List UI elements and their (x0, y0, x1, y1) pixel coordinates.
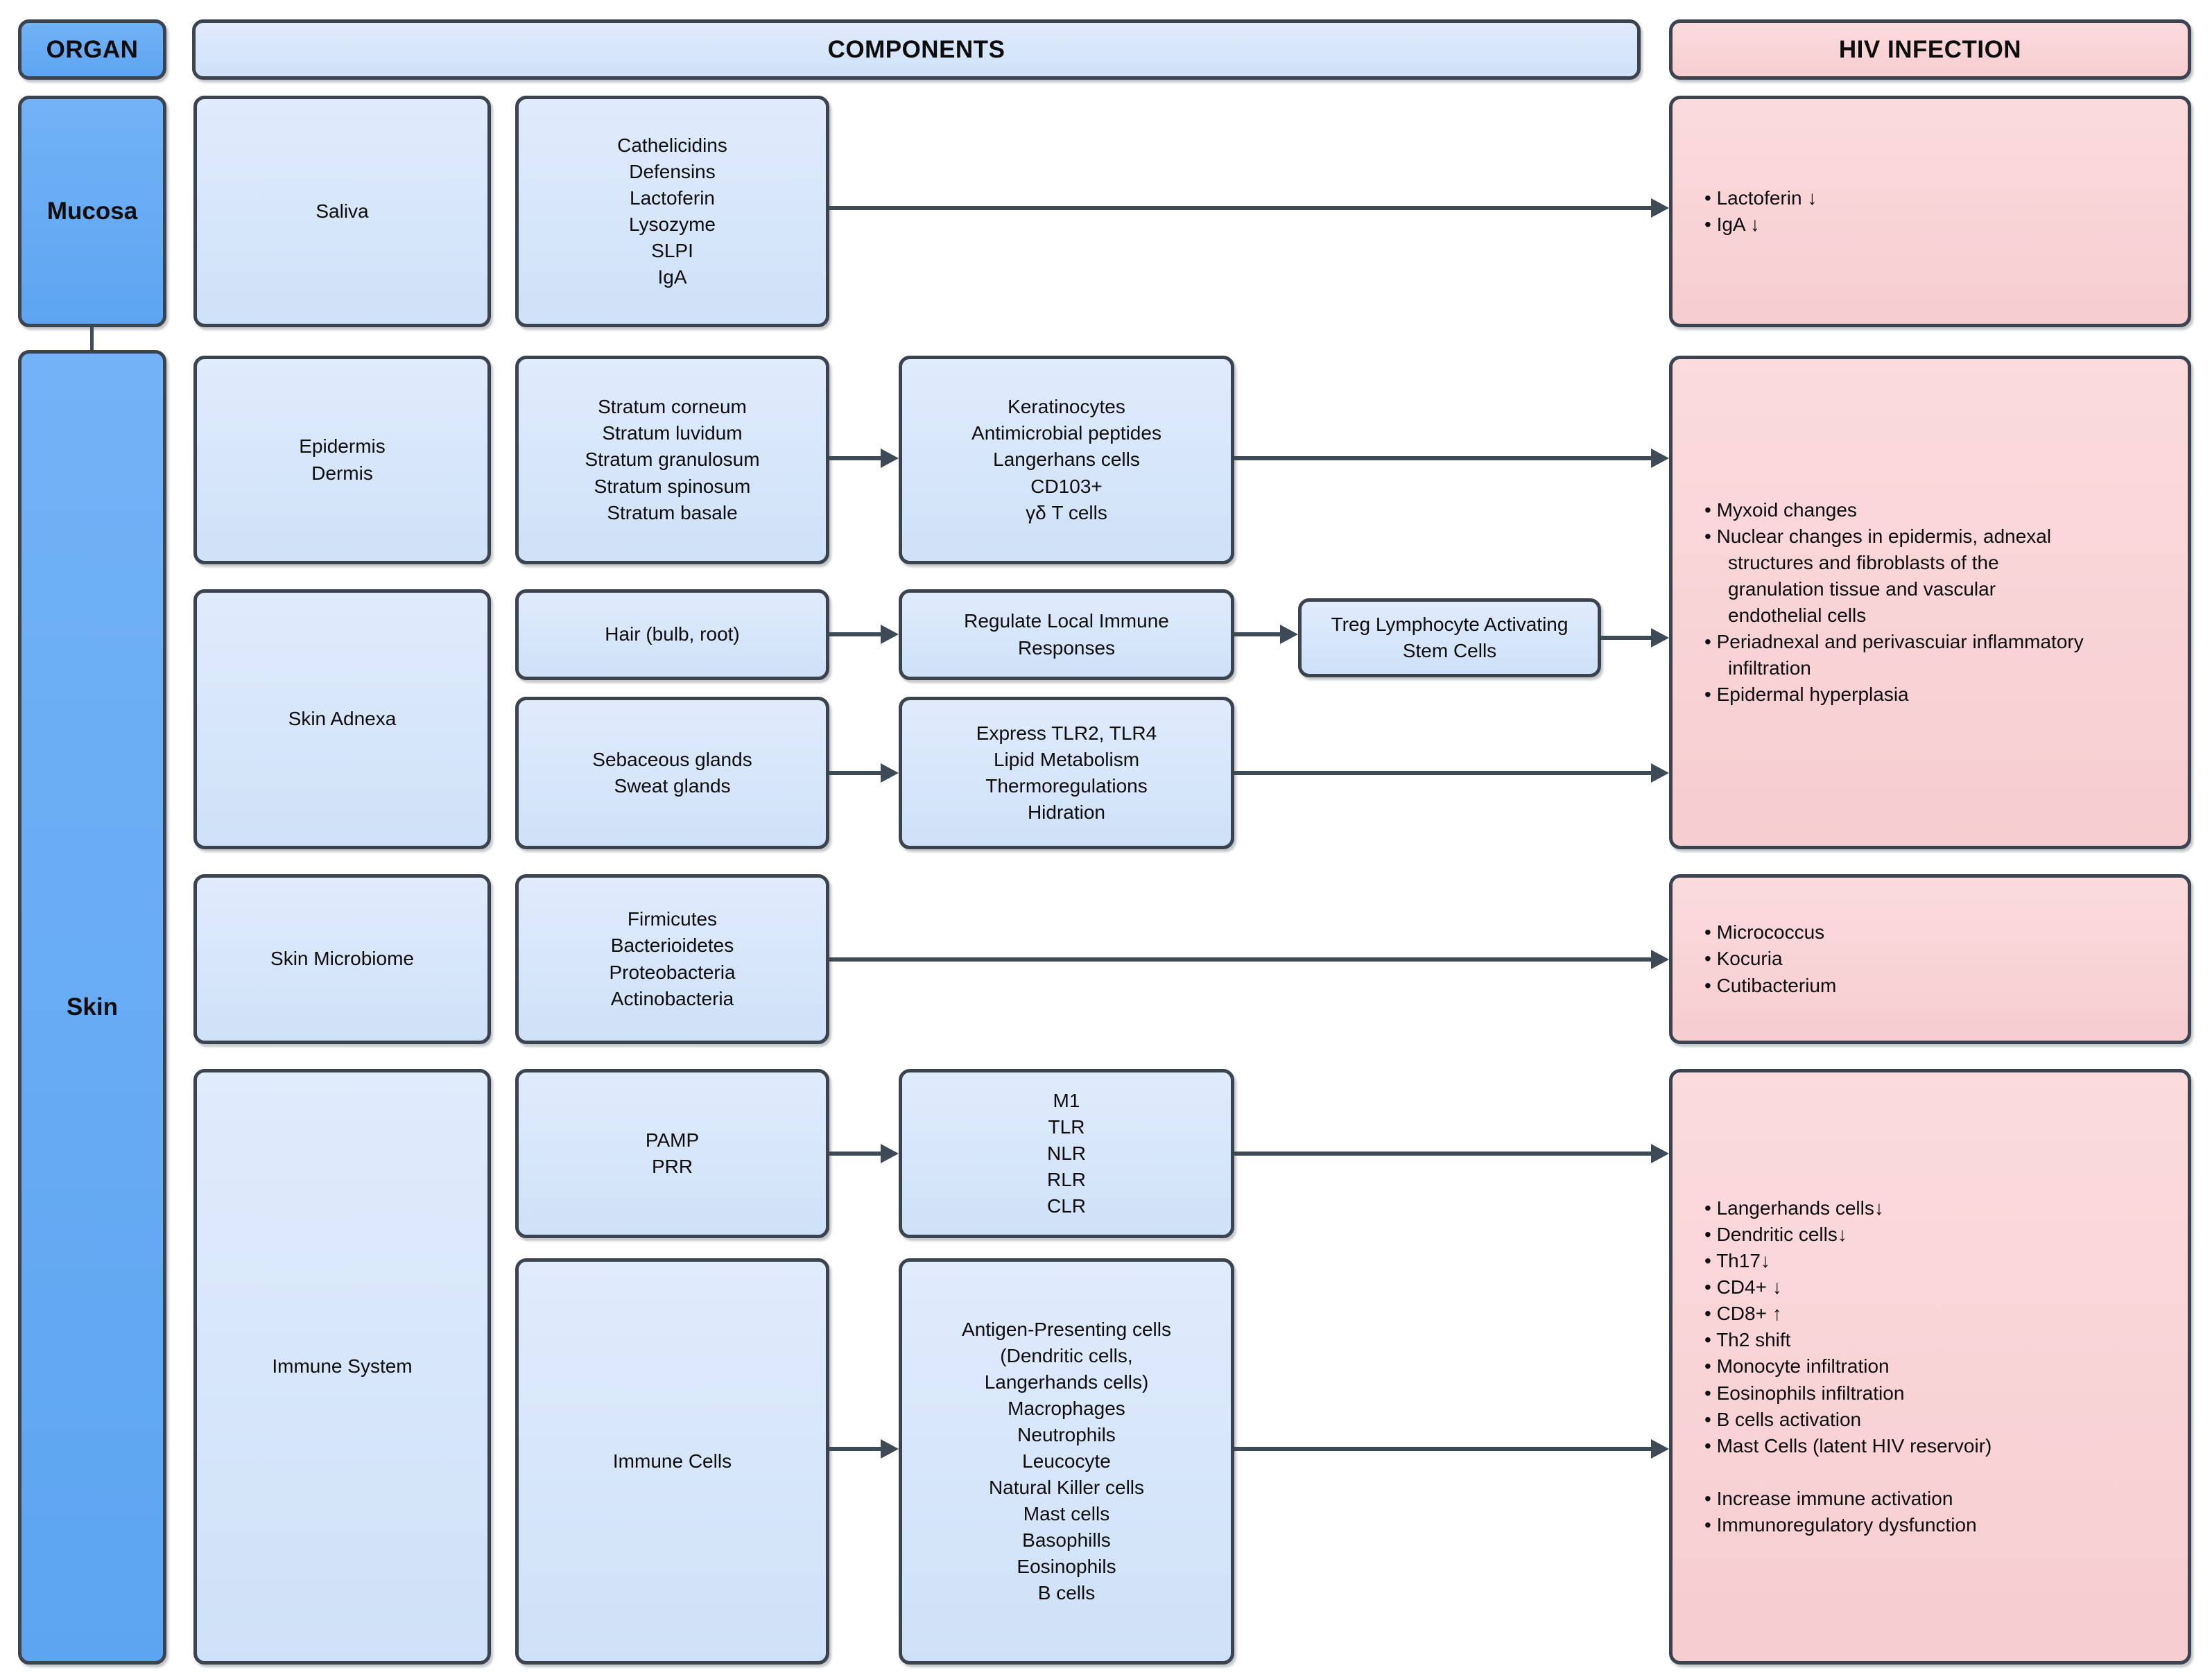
hair-function-label: Regulate Local Immune Responses (964, 610, 1169, 659)
arrow-immune-cells-to-types (829, 1439, 899, 1459)
immune-system-box: Immune System (193, 1069, 491, 1665)
epidermal-cells-list: Keratinocytes Antimicrobial peptides Lan… (971, 396, 1161, 523)
arrow-saliva-to-hiv (829, 198, 1669, 218)
skin-label: Skin (67, 993, 118, 1021)
arrow-glands-to-functions (829, 763, 899, 783)
epidermis-dermis-label: Epidermis Dermis (299, 435, 386, 484)
bullet-line: • Cutibacterium (1704, 974, 1837, 996)
arrow-cell-types-to-hiv (1234, 1439, 1669, 1459)
arrow-function-to-treg (1234, 625, 1298, 644)
microbiome-phyla-box: Firmicutes Bacterioidetes Proteobacteria… (515, 874, 829, 1044)
organ-column-header: ORGAN (18, 19, 166, 80)
bullet-line: • CD8+ ↑ (1704, 1303, 1782, 1325)
saliva-label: Saliva (316, 200, 369, 222)
receptors-list: M1 TLR NLR RLR CLR (1046, 1089, 1086, 1217)
components-column-header: COMPONENTS (192, 19, 1641, 80)
bullet-line: • Dendritic cells↓ (1704, 1224, 1847, 1246)
bullet-line: • Micrococcus (1704, 921, 1825, 944)
bullet-line: • Increase immune activation (1704, 1487, 1953, 1509)
bullet-line: • Immunoregulatory dysfunction (1704, 1513, 1977, 1536)
bullet-line: • Mast Cells (latent HIV reservoir) (1704, 1434, 1992, 1457)
bullet-line: • B cells activation (1704, 1408, 1862, 1430)
arrow-layers-to-cells (829, 449, 899, 468)
bullet-line: • Th2 shift (1704, 1329, 1791, 1351)
saliva-box: Saliva (193, 96, 491, 327)
hiv-header-label: HIV INFECTION (1838, 35, 2022, 63)
treg-box: Treg Lymphocyte Activating Stem Cells (1298, 598, 1601, 677)
epidermal-cells-box: Keratinocytes Antimicrobial peptides Lan… (899, 356, 1234, 564)
hair-function-box: Regulate Local Immune Responses (899, 589, 1234, 680)
bullet-line (1704, 1459, 1728, 1486)
hiv-immune-effects-box: • Langerhands cells↓ • Dendritic cells↓ • … (1669, 1069, 2191, 1665)
bullet-line: • Eosinophils infiltration (1704, 1382, 1905, 1404)
organ-header-label: ORGAN (46, 35, 139, 63)
glands-box: Sebaceous glands Sweat glands (515, 697, 829, 849)
hiv-mucosa-effects-box: • Lactoferin ↓ • IgA ↓ (1669, 96, 2191, 327)
bullet-line: • Kocuria (1704, 948, 1783, 970)
receptors-box: M1 TLR NLR RLR CLR (899, 1069, 1234, 1238)
mucosa-skin-connector-line (90, 327, 94, 350)
mucosa-label: Mucosa (46, 198, 138, 225)
gland-functions-box: Express TLR2, TLR4 Lipid Metabolism Ther… (899, 697, 1234, 849)
treg-label: Treg Lymphocyte Activating Stem Cells (1331, 613, 1569, 661)
hiv-microbiome-effects-box: • Micrococcus • Kocuria • Cutibacterium (1669, 874, 2191, 1044)
arrow-receptors-to-hiv (1234, 1144, 1669, 1163)
arrow-treg-to-hiv (1601, 628, 1669, 648)
saliva-components-box: Cathelicidins Defensins Lactoferin Lysoz… (515, 96, 829, 327)
skin-adnexa-label: Skin Adnexa (288, 708, 397, 730)
skin-layers-box: Stratum corneum Stratum luvidum Stratum … (515, 356, 829, 564)
hiv-epidermis-effects-box: • Myxoid changes • Nuclear changes in epi… (1669, 356, 2191, 849)
immune-cell-types-list: Antigen-Presenting cells (Dendritic cell… (962, 1318, 1171, 1604)
pamp-prr-list: PAMP PRR (645, 1129, 700, 1177)
bullet-line: • CD4+ ↓ (1704, 1276, 1782, 1298)
arrow-microbiome-to-hiv (829, 950, 1669, 969)
arrow-hair-to-function (829, 625, 899, 644)
skin-microbiome-box: Skin Microbiome (193, 874, 491, 1044)
bullet-line: • Epidermal hyperplasia (1704, 684, 1909, 706)
mucosa-organ-box: Mucosa (18, 96, 166, 327)
arrow-gland-functions-to-hiv (1234, 763, 1669, 783)
hair-box: Hair (bulb, root) (515, 589, 829, 680)
immune-cells-box: Immune Cells (515, 1258, 829, 1665)
components-header-label: COMPONENTS (827, 35, 1005, 63)
bullet-line: • Periadnexal and perivascuiar inflammat… (1704, 631, 2084, 679)
bullet-line: • Th17↓ (1704, 1250, 1770, 1272)
immune-cells-label: Immune Cells (612, 1450, 732, 1472)
hiv-infection-column-header: HIV INFECTION (1669, 19, 2191, 80)
gland-functions-list: Express TLR2, TLR4 Lipid Metabolism Ther… (976, 722, 1157, 824)
bullet-line: • Monocyte infiltration (1704, 1355, 1890, 1378)
bullet-line: • Lactoferin ↓ (1704, 186, 1817, 209)
bullet-line: • Nuclear changes in epidermis, adnexal … (1704, 525, 2052, 626)
skin-layers-list: Stratum corneum Stratum luvidum Stratum … (585, 396, 760, 523)
arrow-pamp-to-receptors (829, 1144, 899, 1163)
skin-microbiome-label: Skin Microbiome (270, 948, 414, 970)
bullet-line: • Myxoid changes (1704, 498, 1857, 521)
epidermis-dermis-box: Epidermis Dermis (193, 356, 491, 564)
bullet-line: • Langerhands cells↓ (1704, 1197, 1884, 1219)
microbiome-phyla-list: Firmicutes Bacterioidetes Proteobacteria… (609, 908, 736, 1009)
hair-label: Hair (bulb, root) (605, 623, 740, 645)
immune-system-label: Immune System (272, 1355, 413, 1378)
arrow-cells-to-hiv (1234, 449, 1669, 468)
skin-adnexa-box: Skin Adnexa (193, 589, 491, 849)
pamp-prr-box: PAMP PRR (515, 1069, 829, 1238)
immune-cell-types-box: Antigen-Presenting cells (Dendritic cell… (899, 1258, 1234, 1665)
saliva-components-list: Cathelicidins Defensins Lactoferin Lysoz… (617, 134, 727, 288)
glands-list: Sebaceous glands Sweat glands (592, 748, 752, 797)
skin-organ-box: Skin (18, 350, 166, 1665)
bullet-line: • IgA ↓ (1704, 214, 1760, 235)
